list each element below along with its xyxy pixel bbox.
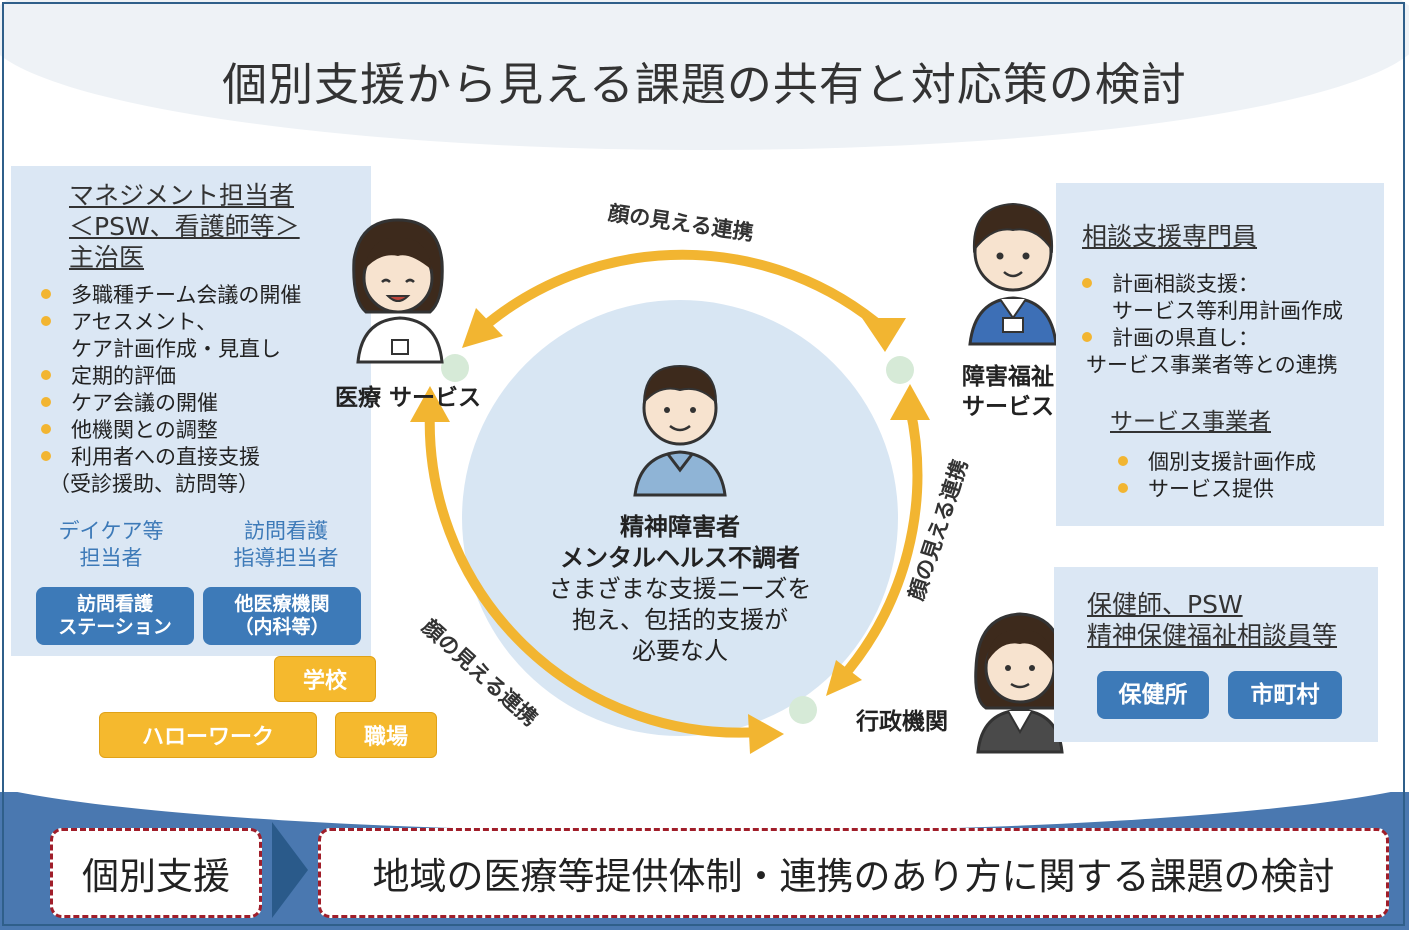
list-item-continuation: ケア計画作成・見直し	[71, 337, 281, 361]
list-item: アセスメント、	[41, 309, 301, 336]
arrowhead-right-bottom-icon	[826, 660, 862, 696]
list-item: 計画相談支援：	[1082, 271, 1343, 298]
visiting-nurse-station-box: 訪問看護 ステーション	[36, 587, 194, 645]
heading-line: 主治医	[69, 243, 145, 272]
node-dot-medical	[441, 354, 469, 382]
heading-line: 保健師、PSW	[1087, 590, 1243, 619]
bullet-dot-icon	[41, 370, 51, 380]
bullet-dot-icon	[1118, 456, 1128, 466]
bottom-band-curve	[17, 792, 1391, 832]
medical-service-label: 医療 サービス	[335, 385, 482, 411]
list-item: 他機関との調整	[41, 417, 301, 444]
bullet-dot-icon	[1118, 483, 1128, 493]
role-line: 担当者	[79, 546, 143, 570]
right-top-list-2: 個別支援計画作成 サービス提供	[1118, 449, 1316, 503]
arc-top	[476, 249, 889, 334]
list-item-continuation: （受診援助、訪問等）	[49, 472, 259, 496]
heading-line: ＜PSW、看護師等＞	[69, 212, 300, 241]
center-text: 精神障害者 メンタルヘルス不調者 さまざまな支援ニーズを 抱え、包括的支援が 必…	[500, 512, 860, 667]
list-item: 計画の県直し：	[1082, 325, 1343, 352]
welfare-service-label: 障害福祉 サービス	[962, 362, 1054, 422]
right-bottom-heading: 保健師、PSW 精神保健福祉相談員等	[1087, 589, 1337, 651]
left-panel-heading: マネジメント担当者 ＜PSW、看護師等＞ 主治医	[69, 180, 300, 273]
bullet-dot-icon	[41, 289, 51, 299]
bullet-dot-icon	[1082, 278, 1092, 288]
school-box: 学校	[274, 656, 376, 702]
right-bottom-panel: 保健師、PSW 精神保健福祉相談員等 保健所 市町村	[1054, 567, 1378, 742]
left-bullet-list: 多職種チーム会議の開催 アセスメント、 ケア計画作成・見直し 定期的評価 ケア会…	[41, 282, 301, 498]
other-medical-institution-box: 他医療機関 （内科等）	[203, 587, 361, 645]
center-line: 抱え、包括的支援が	[572, 606, 788, 634]
list-item: ケア会議の開催	[41, 390, 301, 417]
bullet-dot-icon	[1082, 332, 1092, 342]
bullet-dot-icon	[41, 424, 51, 434]
administrative-agency-label: 行政機関	[856, 709, 948, 735]
welfare-staff-icon	[968, 202, 1058, 346]
workplace-box: 職場	[335, 712, 437, 758]
center-bold-line: メンタルヘルス不調者	[560, 544, 800, 572]
arc-left	[424, 409, 761, 738]
individual-support-box: 個別支援	[50, 828, 262, 918]
arrowhead-right-top-icon	[890, 384, 930, 420]
hello-work-box: ハローワーク	[99, 712, 317, 758]
role-dayCare: デイケア等 担当者	[41, 518, 181, 572]
role-visiting-nurse: 訪問看護 指導担当者	[211, 518, 361, 572]
arrowhead-top-right-icon	[862, 318, 906, 352]
label-line: 障害福祉	[962, 364, 1054, 390]
list-item: 多職種チーム会議の開催	[41, 282, 301, 309]
bullet-dot-icon	[41, 397, 51, 407]
label-line: サービス	[962, 394, 1054, 420]
role-line: デイケア等	[58, 519, 164, 543]
list-item: 個別支援計画作成	[1118, 449, 1316, 476]
bullet-dot-icon	[41, 451, 51, 461]
regional-issues-box: 地域の医療等提供体制・連携のあり方に関する課題の検討	[318, 828, 1389, 918]
list-item-continuation: サービス事業者等との連携	[1086, 353, 1338, 377]
center-bold-line: 精神障害者	[620, 513, 740, 541]
list-item: 定期的評価	[41, 363, 301, 390]
consultation-specialist-heading: 相談支援専門員	[1082, 222, 1258, 251]
heading-line: マネジメント担当者	[69, 181, 295, 210]
center-line: 必要な人	[632, 637, 728, 665]
node-dot-welfare	[886, 356, 914, 384]
heading-line: 精神保健福祉相談員等	[1087, 621, 1338, 650]
list-item-continuation: サービス等利用計画作成	[1112, 299, 1343, 323]
right-top-panel: 相談支援専門員 計画相談支援： サービス等利用計画作成 計画の県直し： サービス…	[1056, 183, 1384, 526]
arrowhead-left-top-icon	[410, 386, 450, 422]
admin-staff-icon	[974, 612, 1066, 754]
arrowhead-left-bottom-icon	[748, 714, 784, 754]
center-circle	[462, 300, 898, 736]
left-panel: マネジメント担当者 ＜PSW、看護師等＞ 主治医 多職種チーム会議の開催 アセス…	[11, 166, 371, 656]
role-line: 訪問看護	[244, 519, 328, 543]
cycle-diagram: 顔の見える連携 顔の見える連携 顔の見える連携	[352, 201, 1066, 754]
chevron-right-icon	[272, 822, 308, 918]
bullet-dot-icon	[41, 316, 51, 326]
service-provider-heading: サービス事業者	[1110, 409, 1271, 435]
right-top-list: 計画相談支援： サービス等利用計画作成 計画の県直し： サービス事業者等との連携	[1082, 271, 1343, 379]
role-line: 指導担当者	[233, 546, 339, 570]
arrowhead-top-left-icon	[462, 308, 503, 348]
health-center-box: 保健所	[1097, 671, 1209, 719]
list-item: 利用者への直接支援	[41, 444, 301, 471]
arc-right	[836, 406, 923, 684]
page-title: 個別支援から見える課題の共有と対応策の検討	[222, 58, 1187, 111]
top-arc-decoration	[0, 0, 1409, 150]
municipality-box: 市町村	[1228, 671, 1342, 719]
center-person-icon	[633, 364, 727, 497]
node-dot-admin	[789, 696, 817, 724]
list-item: サービス提供	[1118, 476, 1316, 503]
center-line: さまざまな支援ニーズを	[548, 575, 812, 603]
nurse-icon	[352, 218, 444, 364]
